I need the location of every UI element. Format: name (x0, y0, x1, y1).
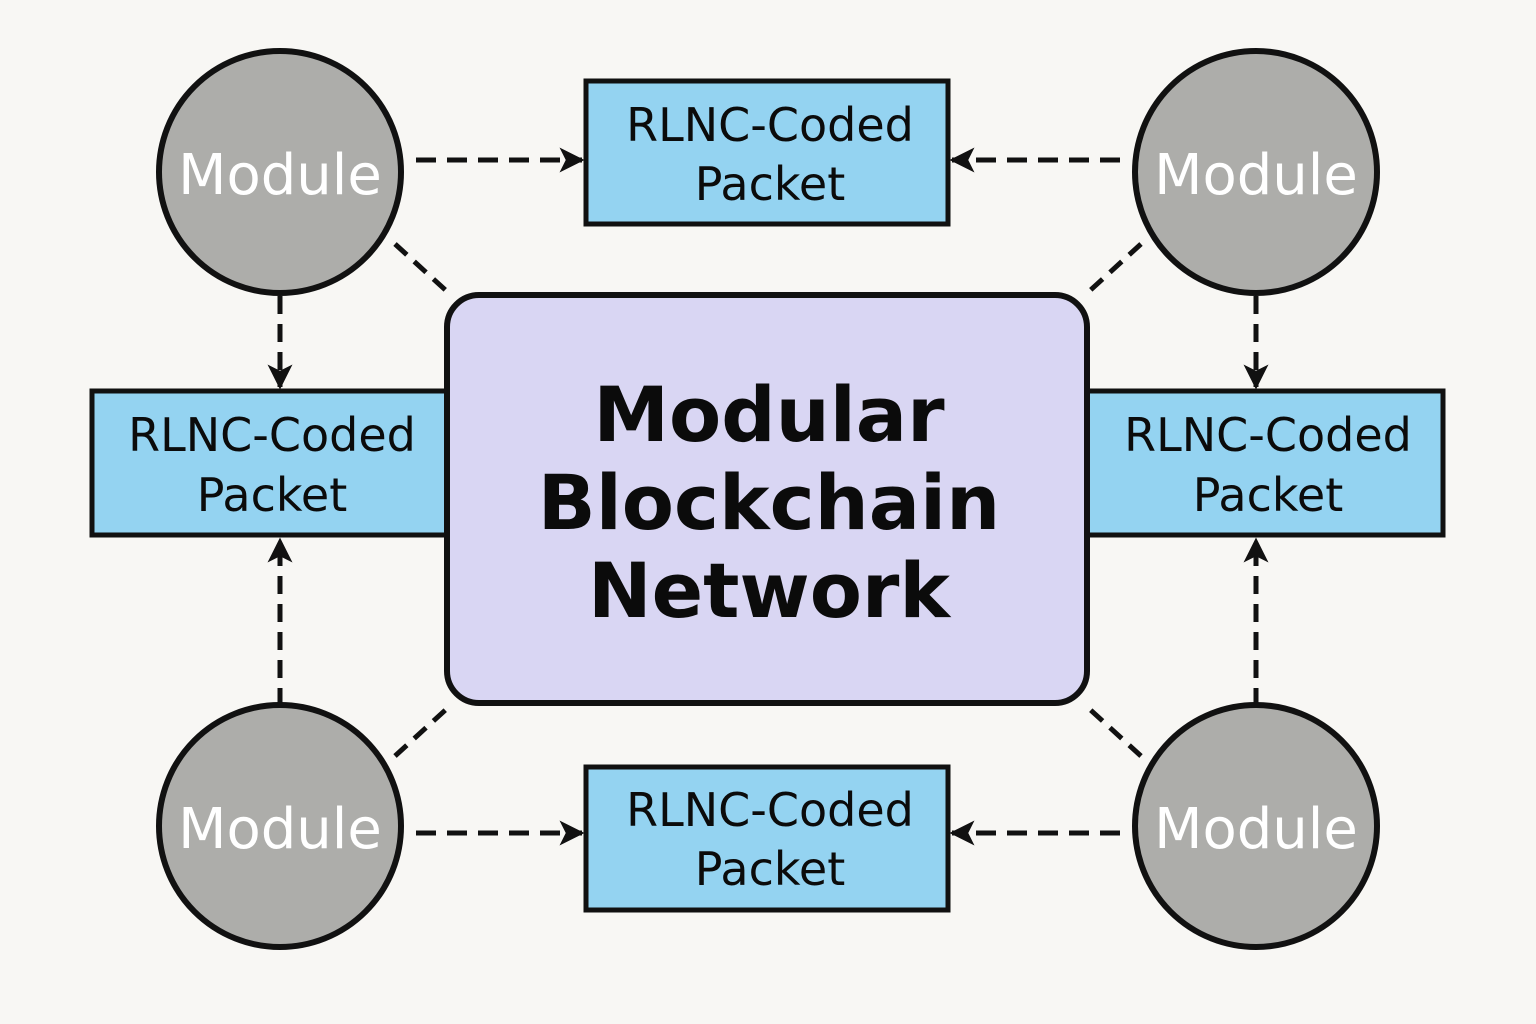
module-top-right[interactable]: Module (1132, 48, 1380, 296)
packet-right-line-1: RLNC-Coded (1124, 408, 1412, 462)
center-line-1: Modular (593, 370, 945, 459)
packet-right-line-2: Packet (1193, 468, 1344, 522)
module-bottom-right[interactable]: Module (1132, 702, 1380, 950)
module-bottom-right-label: Module (1154, 797, 1358, 862)
packet-bottom-line-1: RLNC-Coded (626, 783, 914, 837)
packet-top-line-2: Packet (695, 157, 846, 211)
packet-left-line-1: RLNC-Coded (128, 408, 416, 462)
packet-left[interactable]: RLNC-Coded Packet (89, 388, 455, 538)
module-bottom-left[interactable]: Module (156, 702, 404, 950)
diagonal-connectors (393, 242, 1143, 758)
packet-top[interactable]: RLNC-Coded Packet (583, 78, 951, 227)
module-top-right-label: Module (1154, 143, 1358, 208)
packet-bottom[interactable]: RLNC-Coded Packet (583, 764, 951, 913)
module-top-left-label: Module (178, 143, 382, 208)
edge-module-bottom-right-center (1082, 702, 1143, 758)
arrow-connectors (267, 147, 1269, 846)
packet-right[interactable]: RLNC-Coded Packet (1081, 388, 1446, 538)
edge-module-top-right-center (1082, 242, 1143, 298)
edge-module-top-left-center (393, 242, 454, 298)
center-line-3: Network (588, 546, 951, 635)
packet-left-line-2: Packet (197, 468, 348, 522)
packet-top-line-1: RLNC-Coded (626, 98, 914, 152)
packet-bottom-line-2: Packet (695, 842, 846, 896)
module-bottom-left-label: Module (178, 797, 382, 862)
module-top-left[interactable]: Module (156, 48, 404, 296)
center-node[interactable]: Modular Blockchain Network (444, 292, 1090, 706)
center-line-2: Blockchain (538, 458, 1000, 547)
edge-module-bottom-left-center (393, 702, 454, 758)
